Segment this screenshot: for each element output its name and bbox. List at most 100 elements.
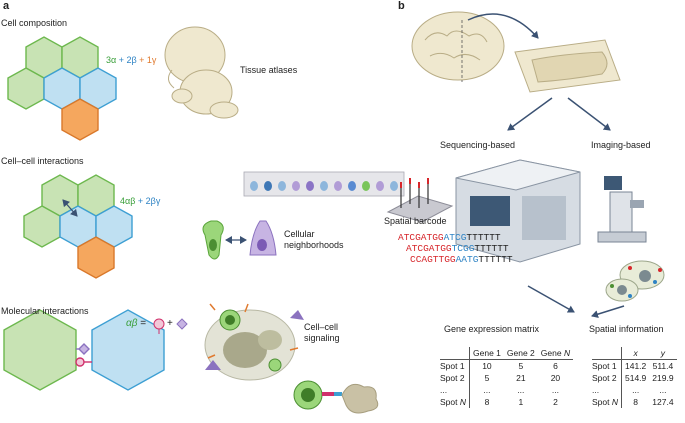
cell-signaling-label-1: Cell–cell	[304, 322, 339, 332]
seq-black: TTTTTT	[466, 232, 501, 243]
cellular-neighborhoods-label-1: Cellular	[284, 229, 315, 239]
molecule-formula-icons	[153, 318, 188, 334]
barcode-sequence-1: ATCGATGGATCGTTTTTT	[398, 232, 501, 243]
ligand-circle	[75, 357, 85, 367]
arrow-seq-to-matrix	[527, 285, 575, 313]
microscope-illustration	[597, 176, 647, 243]
column-header: y	[649, 347, 677, 360]
interaction-arrow	[62, 199, 78, 217]
hex-alpha	[3, 309, 77, 391]
cell-cell-hexes	[23, 174, 133, 279]
cellular-neighborhood-cells	[202, 220, 277, 260]
table-cell: 8	[621, 396, 650, 408]
panel-label-b: b	[398, 0, 405, 12]
hex-beta	[91, 309, 165, 391]
row-label: Spot 1	[440, 361, 465, 371]
column-header	[440, 347, 470, 360]
arrow-img-to-matrix	[591, 305, 625, 319]
formula-alpha: 3α	[106, 55, 117, 65]
table-cell: ...	[468, 384, 504, 396]
gene-matrix-title: Gene expression matrix	[444, 324, 540, 334]
imaged-cells	[605, 260, 665, 302]
table-cell: ...	[659, 385, 667, 395]
column-header: Gene 1	[468, 347, 504, 360]
tissue-slice	[514, 39, 621, 93]
table-cell: 6	[553, 361, 558, 371]
table-cell: 5	[518, 361, 524, 371]
table-cell: 141.2	[621, 359, 650, 372]
table-cell: 10	[468, 359, 504, 372]
table-cell: 8	[468, 396, 504, 408]
cell-signaling-cluster	[204, 303, 379, 414]
epithelium-strip	[243, 171, 405, 197]
row-label: ...	[440, 385, 448, 395]
tissue-atlases-label: Tissue atlases	[240, 65, 298, 75]
molecular-interactions-title: Molecular interactions	[1, 306, 89, 316]
formula-plus: +	[167, 318, 173, 329]
row-label: ...	[592, 385, 600, 395]
cellular-neighborhoods-label-2: neighborhoods	[284, 240, 344, 250]
seq-red: CCAGTTGG	[410, 254, 456, 265]
sequencer-machine	[455, 159, 581, 263]
spatial-barcode-slide	[386, 178, 454, 223]
formula-beta: + 2β	[116, 55, 137, 65]
formula-gamma: + 1γ	[136, 55, 157, 65]
table-cell: ...	[517, 385, 525, 395]
seq-blue: AATG	[455, 254, 479, 265]
row-label: Spot N	[440, 397, 466, 407]
table-cell: 21	[516, 373, 526, 383]
table-cell: 219.9	[652, 373, 674, 383]
table-cell: 511.4	[652, 361, 674, 371]
column-header: Gene N	[537, 347, 574, 360]
formula-alphabeta: 4αβ	[120, 196, 136, 206]
formula-betagamma: + 2βγ	[135, 196, 161, 206]
molecular-formula: αβ =	[126, 318, 146, 329]
seq-black: TTTTTT	[474, 243, 509, 254]
table-row: ............	[440, 384, 573, 396]
column-header: x	[621, 347, 650, 360]
hex-gamma	[61, 98, 99, 141]
seq-black: TTTTTT	[478, 254, 513, 265]
table-cell: ...	[621, 384, 650, 396]
seq-blue: ATCG	[443, 232, 467, 243]
cell-composition-title: Cell composition	[1, 18, 68, 28]
cell-composition-formula: 3α + 2β + 1γ	[106, 55, 156, 66]
cell-cell-interactions-title: Cell–cell interactions	[1, 156, 84, 166]
fetus-illustration	[164, 26, 239, 119]
formula-lhs: αβ	[126, 318, 138, 329]
brain-to-slice-arrow	[467, 13, 539, 39]
seq-red: ATCGATGG	[398, 232, 444, 243]
hex-gamma	[77, 236, 115, 279]
barcode-sequence-2: ATCGATGGTCGGTTTTTT	[406, 243, 509, 254]
table-cell: 20	[550, 373, 561, 383]
panel-label-a: a	[3, 0, 10, 12]
formula-equals: =	[140, 318, 147, 329]
row-label: Spot 1	[592, 361, 617, 371]
barcode-sequence-3: CCAGTTGGAATGTTTTTT	[410, 254, 513, 265]
table-row: .........	[592, 384, 677, 396]
table-cell: 127.4	[652, 397, 674, 407]
cell-cell-formula: 4αβ + 2βγ	[120, 196, 160, 207]
seq-red: ATCGATGG	[406, 243, 452, 254]
arrow-to-imaging	[567, 97, 611, 131]
imaging-based-label: Imaging-based	[591, 140, 651, 150]
arrow-to-sequencing	[507, 97, 553, 131]
cell-composition-hexes	[7, 36, 117, 141]
brain-illustration	[411, 11, 505, 82]
spatial-info-title: Spatial information	[589, 324, 664, 334]
sequencing-based-label: Sequencing-based	[440, 140, 516, 150]
table-cell: 514.9	[621, 372, 650, 384]
molecular-hexes	[3, 309, 165, 391]
row-label: Spot N	[592, 397, 618, 407]
receptor-diamond	[78, 343, 90, 355]
